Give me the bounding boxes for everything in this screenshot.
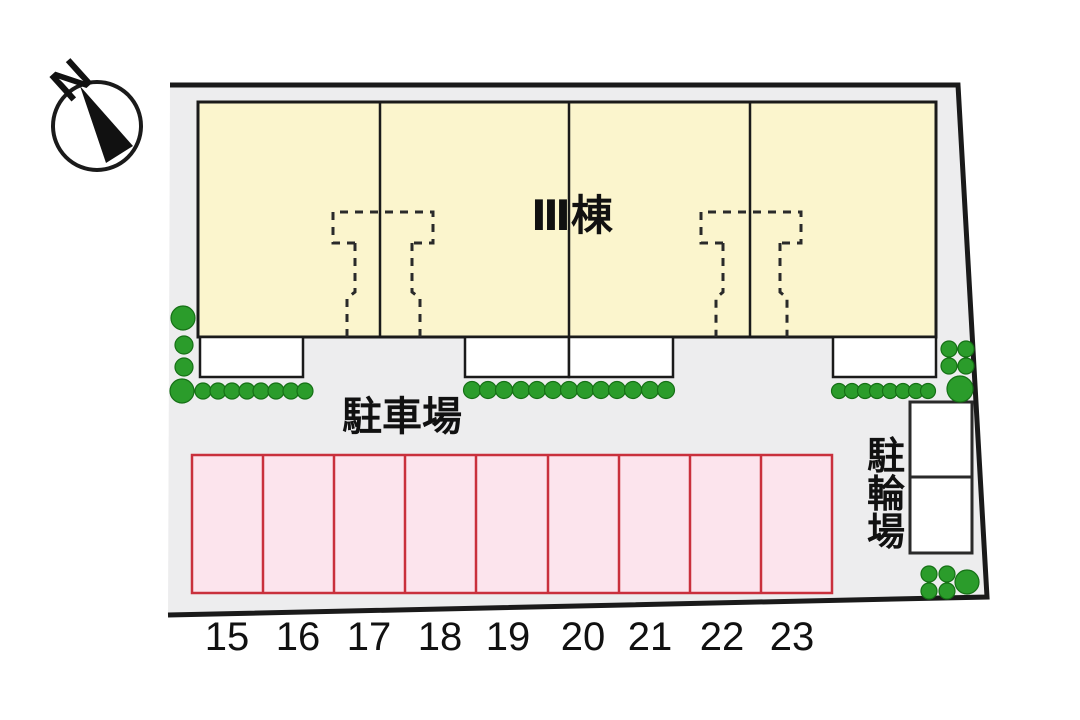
building-iii xyxy=(196,100,938,339)
tree-icon xyxy=(946,375,974,403)
bush-icon xyxy=(174,335,194,355)
bush-icon xyxy=(575,380,595,400)
bush-icon xyxy=(511,380,531,400)
bush-icon xyxy=(591,380,611,400)
bush-icon xyxy=(623,380,643,400)
space-number: 22 xyxy=(700,615,745,659)
stairwell-outline-right xyxy=(699,210,803,337)
bush-icon xyxy=(296,382,314,400)
porch xyxy=(567,335,675,379)
bush-icon xyxy=(656,380,676,400)
parking-label: 駐車場 xyxy=(342,395,462,439)
space-number: 23 xyxy=(770,615,815,659)
porch xyxy=(198,335,305,379)
bush-icon xyxy=(527,380,547,400)
space-number: 15 xyxy=(205,615,250,659)
greenery xyxy=(169,305,980,600)
space-number: 17 xyxy=(347,615,392,659)
bicycle-label-char: 駐 xyxy=(867,436,905,478)
stairwell-outline-left xyxy=(331,210,435,337)
bush-icon xyxy=(938,565,956,583)
parking-space-numbers: 15 16 17 18 19 20 21 22 23 xyxy=(205,615,815,659)
tree-icon xyxy=(169,378,195,404)
space-number: 16 xyxy=(276,615,321,659)
compass-needle xyxy=(80,86,133,163)
bush-icon xyxy=(194,382,212,400)
site-boundary-line xyxy=(167,82,990,618)
bicycle-stall xyxy=(908,400,974,479)
bush-icon xyxy=(938,582,956,600)
bicycle-label-char: 場 xyxy=(867,512,905,554)
bush-icon xyxy=(223,382,241,400)
bush-icon xyxy=(920,582,938,600)
space-number: 18 xyxy=(418,615,463,659)
entrance-porches xyxy=(198,335,938,379)
bush-icon xyxy=(252,382,270,400)
bush-icon xyxy=(174,357,194,377)
bush-icon xyxy=(559,380,579,400)
building-label: Ⅲ棟 xyxy=(531,192,614,239)
bush-icon xyxy=(607,380,627,400)
parking-dividers xyxy=(261,455,763,593)
bicycle-label-char: 輪 xyxy=(867,474,905,516)
bush-icon xyxy=(267,382,285,400)
tree-icon xyxy=(954,569,980,595)
bush-icon xyxy=(478,380,498,400)
bush-icon xyxy=(640,380,660,400)
bush-icon xyxy=(940,357,958,375)
bush-icon xyxy=(940,340,958,358)
space-number: 21 xyxy=(628,615,673,659)
bicycle-parking-label: 駐 輪 場 xyxy=(867,436,905,554)
tree-icon xyxy=(170,305,196,331)
space-number: 20 xyxy=(561,615,606,659)
bush-icon xyxy=(919,382,937,400)
bush-icon xyxy=(494,380,514,400)
bicycle-stalls xyxy=(908,400,974,555)
bicycle-stall xyxy=(908,475,974,555)
bush-icon xyxy=(957,357,975,375)
bush-icon xyxy=(920,565,938,583)
porch xyxy=(463,335,571,379)
bush-icon xyxy=(543,380,563,400)
space-number: 19 xyxy=(486,615,531,659)
parking-area xyxy=(190,453,834,595)
bush-icon xyxy=(462,380,482,400)
bush-icon xyxy=(957,340,975,358)
porch xyxy=(831,335,938,379)
